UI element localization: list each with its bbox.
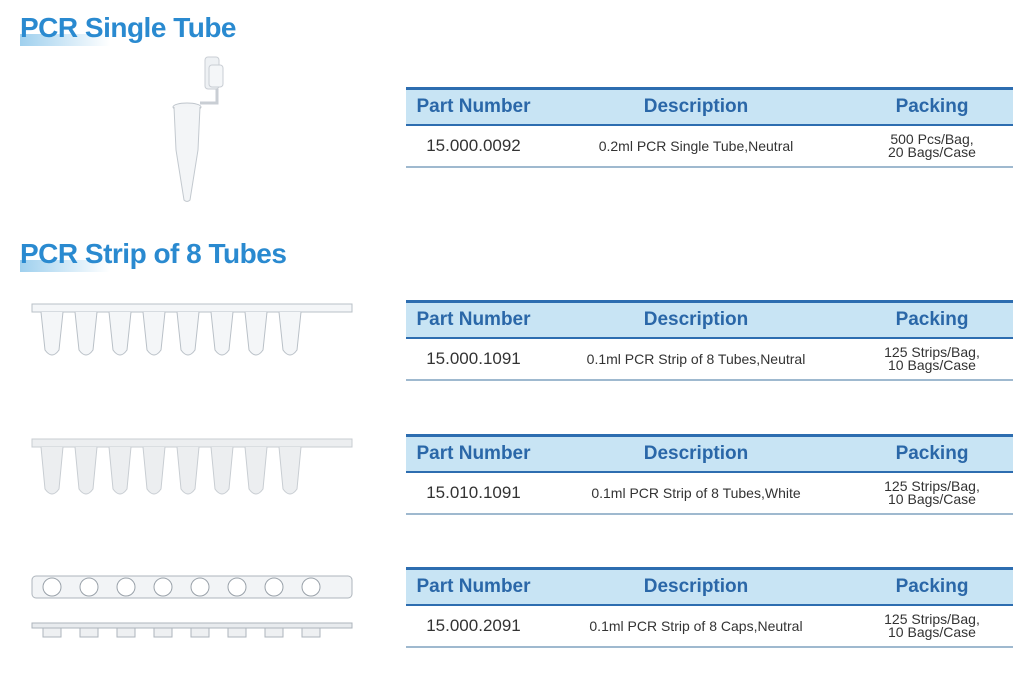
- header-packing: Packing: [895, 576, 969, 597]
- description: 0.1ml PCR Strip of 8 Caps,Neutral: [589, 618, 803, 634]
- header-description: Description: [643, 96, 749, 117]
- part-number: 15.010.1091: [426, 483, 521, 502]
- strip-tubes-white-image: [31, 438, 353, 495]
- part-number: 15.000.1091: [426, 349, 521, 368]
- table-strip-white: Part Number Description Packing 15.010.109…: [406, 434, 1013, 515]
- header-description: Description: [643, 309, 749, 330]
- table-strip-neutral: Part Number Description Packing 15.000.109…: [406, 300, 1013, 381]
- packing: 500 Pcs/Bag,20 Bags/Case: [851, 131, 1013, 160]
- packing-line: 20 Bags/Case: [888, 144, 976, 160]
- section-title-single-tube: PCR Single Tube: [20, 12, 237, 46]
- header-part-number: Part Number: [416, 576, 531, 597]
- packing-line: 125 Strips/Bag,: [884, 344, 980, 360]
- strip-caps-image: [31, 575, 353, 638]
- header-description: Description: [643, 576, 749, 597]
- table-header: Part Number Description Packing: [406, 300, 1013, 339]
- packing-line: 10 Bags/Case: [888, 357, 976, 373]
- header-packing: Packing: [895, 96, 969, 117]
- packing-line: 125 Strips/Bag,: [884, 611, 980, 627]
- table-strip-caps: Part Number Description Packing 15.000.209…: [406, 567, 1013, 648]
- table-row: 15.000.1091 0.1ml PCR Strip of 8 Tubes,Ne…: [406, 339, 1013, 381]
- strip-tubes-neutral-image: [31, 303, 353, 356]
- table-single-tube: Part Number Description Packing 15.000.009…: [406, 87, 1013, 168]
- packing: 125 Strips/Bag,10 Bags/Case: [851, 344, 1013, 373]
- table-header: Part Number Description Packing: [406, 87, 1013, 126]
- header-packing: Packing: [895, 309, 969, 330]
- table-header: Part Number Description Packing: [406, 434, 1013, 473]
- packing-line: 500 Pcs/Bag,: [890, 131, 974, 147]
- header-description: Description: [643, 443, 749, 464]
- table-row: 15.000.0092 0.2ml PCR Single Tube,Neutral…: [406, 126, 1013, 168]
- part-number: 15.000.0092: [426, 136, 521, 155]
- header-part-number: Part Number: [416, 443, 531, 464]
- section-title-strip-8-tubes: PCR Strip of 8 Tubes: [20, 238, 287, 272]
- description: 0.2ml PCR Single Tube,Neutral: [598, 138, 794, 154]
- table-header: Part Number Description Packing: [406, 567, 1013, 606]
- packing-line: 10 Bags/Case: [888, 491, 976, 507]
- header-part-number: Part Number: [416, 309, 531, 330]
- packing: 125 Strips/Bag,10 Bags/Case: [851, 478, 1013, 507]
- part-number: 15.000.2091: [426, 616, 521, 635]
- single-tube-image: [172, 56, 224, 202]
- packing-line: 125 Strips/Bag,: [884, 478, 980, 494]
- header-part-number: Part Number: [416, 96, 531, 117]
- packing-line: 10 Bags/Case: [888, 624, 976, 640]
- packing: 125 Strips/Bag,10 Bags/Case: [851, 611, 1013, 640]
- description: 0.1ml PCR Strip of 8 Tubes,Neutral: [586, 351, 806, 367]
- table-row: 15.000.2091 0.1ml PCR Strip of 8 Caps,Neu…: [406, 606, 1013, 648]
- table-row: 15.010.1091 0.1ml PCR Strip of 8 Tubes,Wh…: [406, 473, 1013, 515]
- description: 0.1ml PCR Strip of 8 Tubes,White: [591, 485, 801, 501]
- header-packing: Packing: [895, 443, 969, 464]
